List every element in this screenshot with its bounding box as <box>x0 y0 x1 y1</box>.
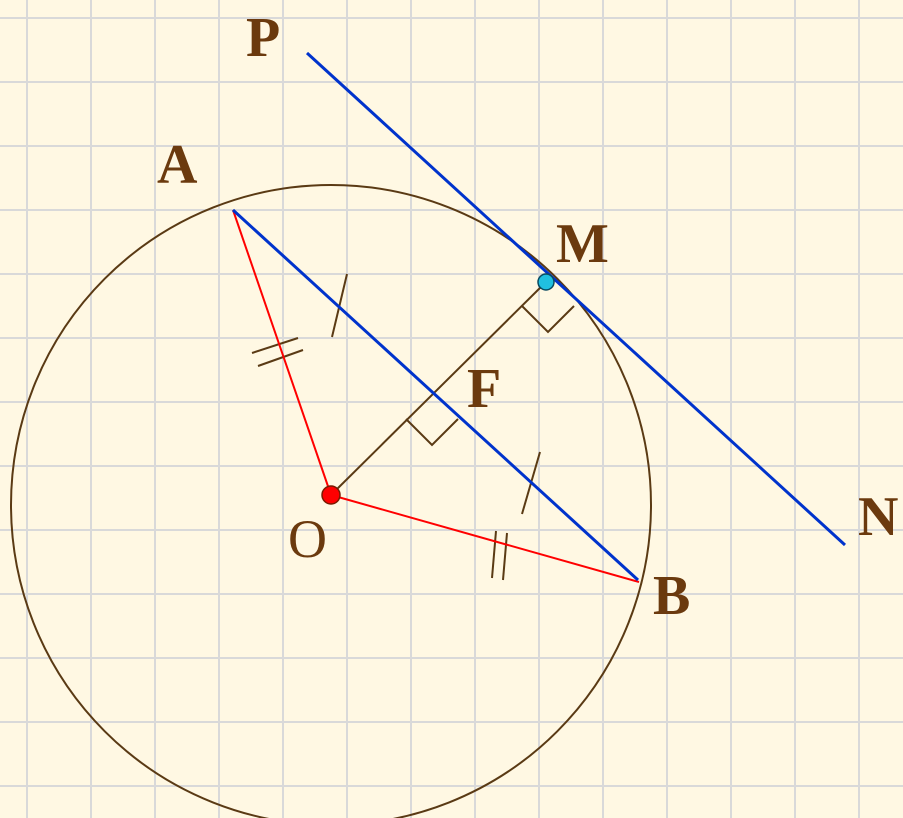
double-tick-oa-1 <box>251 337 299 354</box>
label-p: P <box>246 7 280 69</box>
segment-om <box>330 281 547 496</box>
circle-o <box>10 184 652 818</box>
double-tick-ob-2 <box>502 532 508 581</box>
label-o: O <box>288 509 327 569</box>
double-tick-ob-1 <box>491 530 497 579</box>
right-angle-mark-m <box>521 305 575 334</box>
chord-ab <box>231 208 640 582</box>
point-o-marker <box>321 485 341 505</box>
label-a: A <box>157 134 198 196</box>
label-b: B <box>653 565 690 627</box>
tangent-line-pn <box>305 51 847 547</box>
double-tick-oa-2 <box>257 349 304 367</box>
right-angle-mark-f <box>405 418 459 447</box>
label-f: F <box>467 358 501 420</box>
label-n: N <box>858 486 898 548</box>
point-m-marker <box>537 273 555 291</box>
radius-oa <box>232 209 332 496</box>
radius-ob <box>330 494 640 583</box>
label-m: M <box>556 213 609 275</box>
